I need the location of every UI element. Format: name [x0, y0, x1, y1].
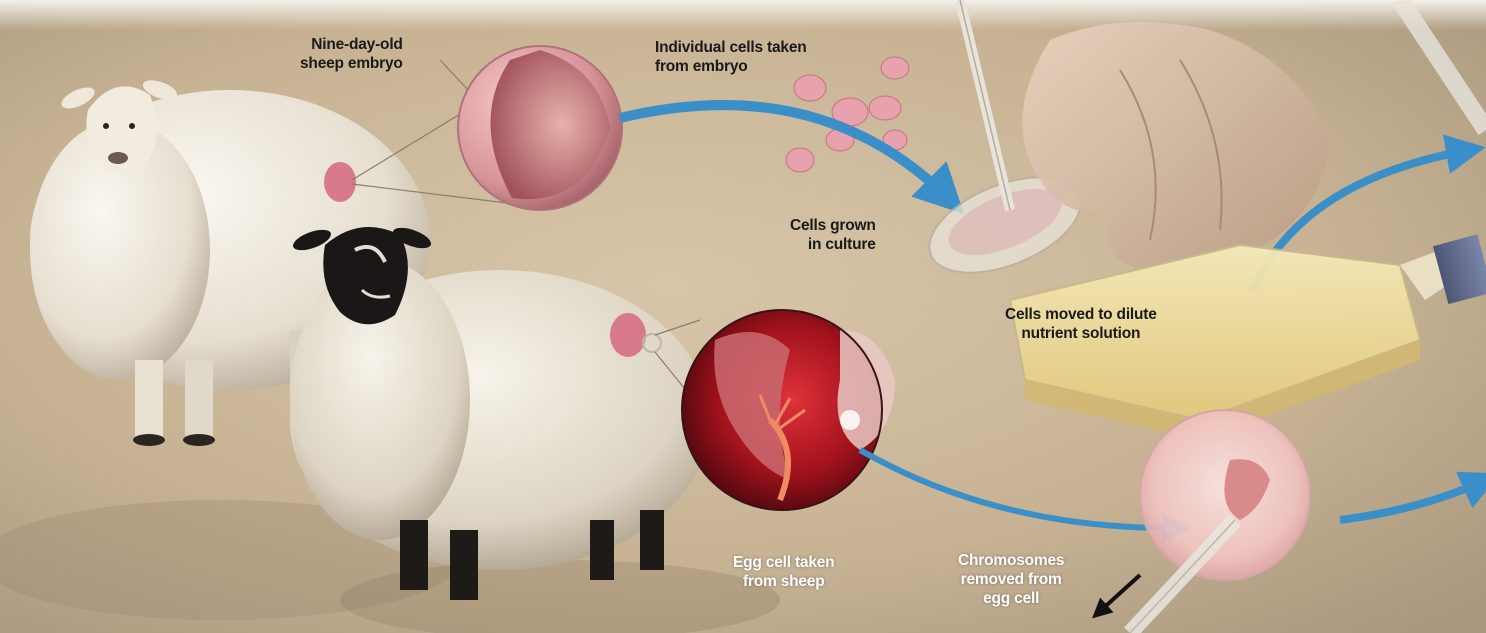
enucleated-egg-cell [1140, 410, 1310, 580]
label-individual-cells: Individual cells taken from embryo [655, 38, 807, 76]
label-cells-grown: Cells grown in culture [790, 216, 876, 254]
label-egg-cell-taken: Egg cell taken from sheep [733, 553, 834, 591]
label-chromosomes-removed: Chromosomes removed from egg cell [958, 551, 1064, 608]
embryo-origin-organ [324, 162, 356, 202]
embryo-magnified-view [458, 46, 622, 210]
label-nine-day-embryo: Nine-day-old sheep embryo [300, 35, 403, 73]
egg-origin-organ [610, 313, 646, 357]
label-cells-moved: Cells moved to dilute nutrient solution [1005, 305, 1157, 343]
